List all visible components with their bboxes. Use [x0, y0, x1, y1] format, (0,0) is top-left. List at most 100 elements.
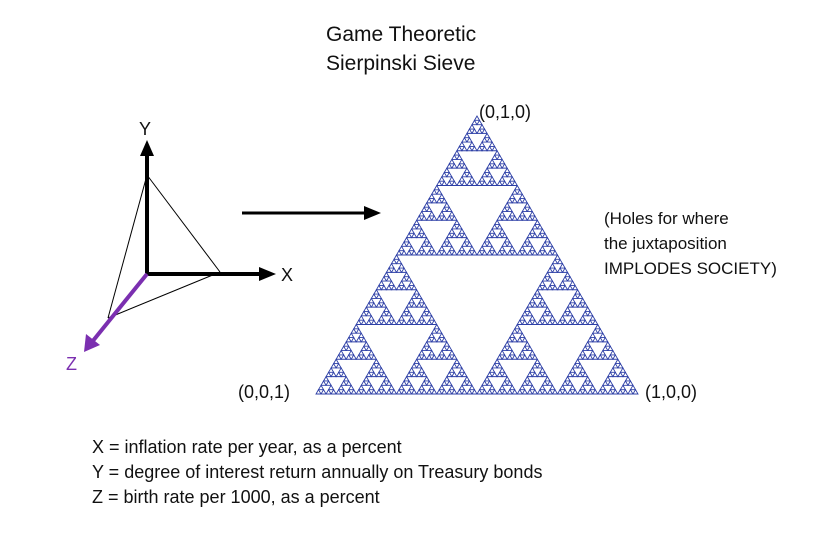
sieve-cell [596, 336, 604, 343]
sieve-cell [405, 319, 413, 325]
sieve-cell [516, 188, 524, 195]
sieve-cell [466, 128, 473, 134]
sieve-cell [521, 249, 529, 256]
sieve-cell [503, 340, 511, 347]
sieve-cell [478, 123, 486, 130]
sieve-cell [574, 288, 581, 295]
sieve-cell [370, 371, 378, 378]
sieve-cell [380, 275, 388, 282]
sieve-cell [594, 323, 602, 330]
sieve-cell [574, 358, 581, 365]
sieve-cell [405, 388, 413, 395]
sieve-cell [481, 145, 488, 152]
sieve-cell [529, 314, 536, 321]
sieve-cell [632, 388, 639, 395]
sieve-cell [571, 293, 579, 299]
sieve-cell [453, 358, 461, 365]
sieve-cell [476, 145, 483, 152]
sieve-cell [390, 319, 398, 325]
sieve-cell [458, 141, 466, 147]
sieve-cell [456, 371, 463, 378]
sieve-cell [511, 388, 519, 395]
vertex-label-right: (1,0,0) [645, 382, 698, 402]
sieve-cell [589, 349, 597, 356]
sieve-cell [443, 236, 451, 243]
sieve-cell [390, 388, 398, 395]
sieve-cell [529, 297, 536, 304]
sieve-cell [501, 380, 508, 386]
sieve-cell [493, 358, 501, 365]
sieve-cell [556, 267, 564, 273]
sieve-cell [491, 249, 498, 256]
sieve-cell [529, 384, 536, 391]
sieve-cell [355, 327, 363, 334]
sieve-cell [430, 215, 438, 221]
sieve-cell [441, 171, 448, 178]
sieve-cell [430, 249, 438, 256]
sieve-cell [526, 345, 534, 352]
sieve-cell [546, 284, 554, 291]
sieve-cell [340, 354, 347, 360]
sieve-cell [400, 275, 408, 282]
sieve-cell [604, 375, 612, 382]
sieve-cell [599, 332, 607, 338]
sieve-cell [418, 245, 425, 252]
sieve-cell [375, 284, 383, 291]
sieve-cell [441, 336, 448, 343]
sieve-cell [481, 388, 488, 395]
sieve-cell [498, 228, 506, 234]
sieve-cell [498, 175, 506, 182]
sieve-cell [569, 314, 576, 321]
sieve-cell [586, 336, 594, 343]
sieve-cell [347, 384, 355, 391]
sieve-cell [503, 201, 511, 208]
sieve-cell [586, 388, 594, 395]
sieve-cell [405, 310, 413, 317]
sieve-cell [496, 180, 503, 186]
sieve-cell [481, 180, 488, 186]
sieve-cell [405, 241, 413, 247]
sieve-cell [526, 354, 534, 360]
sieve-cell [368, 384, 375, 391]
sieve-cell [466, 388, 473, 395]
sieve-cell [443, 375, 451, 382]
sieve-cell [461, 171, 468, 178]
sieve-cell [441, 215, 448, 221]
sieve-cell [415, 301, 423, 308]
sieve-cell [518, 332, 526, 338]
sieve-cell [561, 267, 569, 273]
sieve-cell [383, 271, 390, 278]
sieve-cell [408, 297, 415, 304]
note-line-2: the juxtaposition [604, 234, 727, 253]
sieve-cell [405, 380, 413, 386]
sieve-cell [561, 310, 569, 317]
sieve-cell [536, 293, 544, 299]
sieve-cell [360, 336, 368, 343]
sieve-cell [506, 249, 513, 256]
sieve-cell [428, 332, 436, 338]
sieve-cell [539, 297, 546, 304]
sieve-cell [561, 284, 569, 291]
sieve-cell [441, 249, 448, 256]
sieve-cell [325, 388, 332, 395]
sieve-cell [571, 362, 579, 369]
sieve-cell [466, 180, 473, 186]
sieve-cell [405, 284, 413, 291]
sieve-cell [539, 228, 546, 234]
sieve-cell [388, 314, 395, 321]
sieve-cell [425, 215, 433, 221]
sieve-cell [488, 367, 496, 373]
sieve-cell [368, 314, 375, 321]
sieve-cell [395, 284, 403, 291]
sieve-cell [524, 306, 531, 312]
sieve-cell [350, 336, 358, 343]
sieve-cell [508, 210, 516, 217]
sieve-cell [569, 384, 576, 391]
sieve-cell [496, 388, 503, 395]
sieve-cell [521, 388, 529, 395]
sieve-cell [468, 141, 476, 147]
sieve-cell [488, 158, 496, 165]
sieve-cell [486, 388, 493, 395]
z-axis-arrowhead [84, 334, 100, 352]
sieve-cell [461, 249, 468, 256]
